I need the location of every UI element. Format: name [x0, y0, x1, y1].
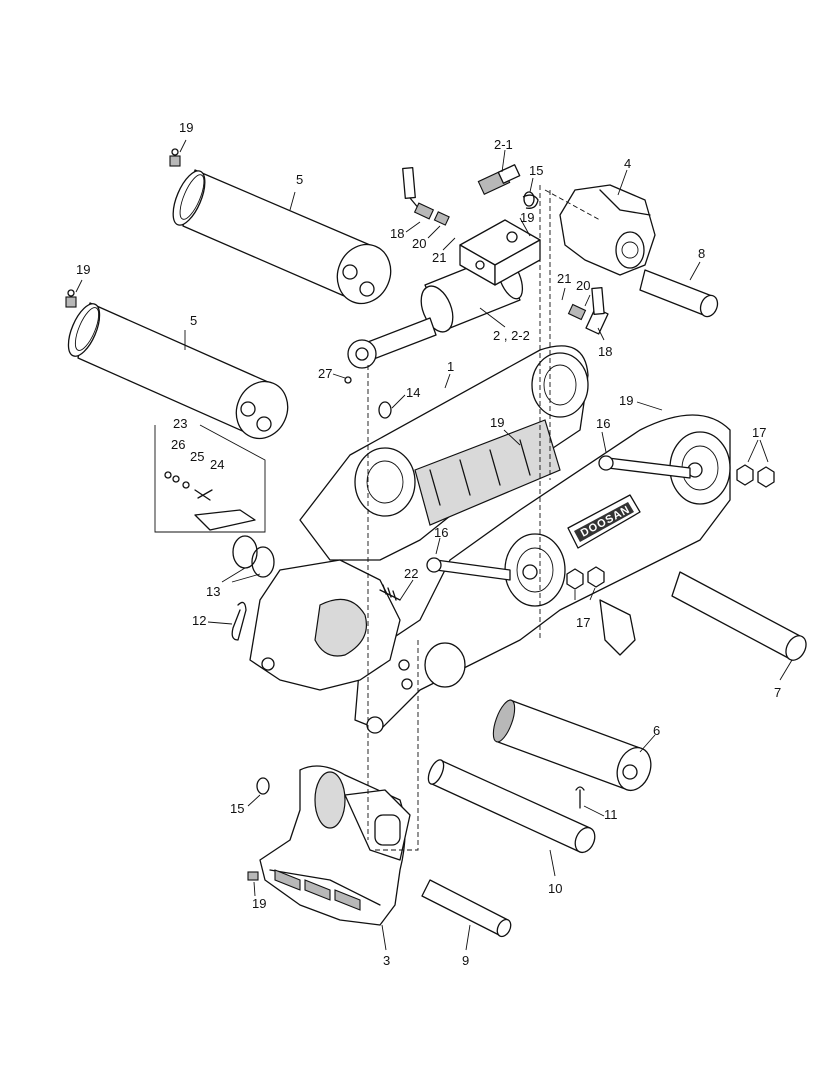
callout-17: 17: [576, 615, 590, 630]
spring-22: [379, 584, 401, 601]
coupler-main-frame: DOOSAN: [249, 345, 731, 734]
callout-5: 5: [296, 172, 303, 187]
callout-2-1: 2-1: [494, 137, 513, 152]
callout-3: 3: [383, 953, 390, 968]
callout-12: 12: [192, 613, 206, 628]
callout-21: 21: [432, 250, 446, 265]
snap-ring-14: [378, 401, 392, 419]
callout-26: 26: [171, 437, 185, 452]
callout-19: 19: [490, 415, 504, 430]
callout-14: 14: [406, 385, 420, 400]
callout-13: 13: [206, 584, 220, 599]
callout-19: 19: [520, 210, 534, 225]
callout-18: 18: [598, 344, 612, 359]
callout-22: 22: [404, 566, 418, 581]
callout-21: 21: [557, 271, 571, 286]
callout-9: 9: [462, 953, 469, 968]
callout-11: 11: [604, 807, 618, 822]
hydraulic-cylinder-upper: [172, 169, 392, 305]
callout-15: 15: [230, 801, 244, 816]
leader-lines: [75, 139, 793, 951]
washer-27: [344, 376, 352, 384]
callout-2-2-2: 2 , 2-2: [493, 328, 530, 343]
callout-8: 8: [698, 246, 705, 261]
callout-25: 25: [190, 449, 204, 464]
nuts-17-left: [566, 566, 605, 590]
pin-10: [427, 759, 596, 854]
pin-6: [492, 699, 652, 792]
callout-labels: 19 5 19 5 2-1 15 4 18 20 19 21 8 21 20 2…: [76, 120, 781, 968]
pin-clip-11: [575, 786, 585, 809]
grease-fitting-19-lower: [247, 871, 259, 881]
callout-20: 20: [576, 278, 590, 293]
callout-10: 10: [548, 881, 562, 896]
callout-1: 1: [447, 359, 454, 374]
callout-7: 7: [774, 685, 781, 700]
callout-23: 23: [173, 416, 187, 431]
hose-fitting-upper: [402, 166, 450, 226]
lock-cylinder: [347, 219, 541, 369]
snap-ring-15-lower: [256, 777, 270, 795]
nuts-17-right: [736, 464, 775, 488]
snap-ring-15-upper: [523, 191, 535, 207]
hose-fitting-lower: [567, 286, 609, 335]
bolt-16-left: [426, 557, 511, 581]
hydraulic-cylinder-lower: [67, 302, 289, 440]
assembly-lines: [367, 185, 601, 851]
callout-19: 19: [619, 393, 633, 408]
quick-coupler-2-1: [477, 164, 521, 195]
snap-ring-13: [232, 535, 275, 578]
pin-8: [639, 269, 719, 318]
callout-4: 4: [624, 156, 631, 171]
callout-27: 27: [318, 366, 332, 381]
callout-5: 5: [190, 313, 197, 328]
bolt-16-right: [598, 455, 691, 479]
callout-16: 16: [434, 525, 448, 540]
callout-18: 18: [390, 226, 404, 241]
grease-fitting-left: [65, 289, 77, 308]
callout-19: 19: [252, 896, 266, 911]
callout-19: 19: [179, 120, 193, 135]
callout-6: 6: [653, 723, 660, 738]
pin-block-4: [522, 184, 656, 276]
pin-7: [671, 571, 807, 661]
callout-15: 15: [529, 163, 543, 178]
grease-fitting-top-left: [169, 148, 181, 167]
callout-20: 20: [412, 236, 426, 251]
pin-9: [421, 879, 512, 938]
callout-19: 19: [76, 262, 90, 277]
lower-hook-3: [259, 765, 411, 926]
latch-assembly-23: [154, 424, 266, 533]
clip-pin-12: [231, 601, 247, 641]
callout-17: 17: [752, 425, 766, 440]
callout-24: 24: [210, 457, 224, 472]
callout-16: 16: [596, 416, 610, 431]
